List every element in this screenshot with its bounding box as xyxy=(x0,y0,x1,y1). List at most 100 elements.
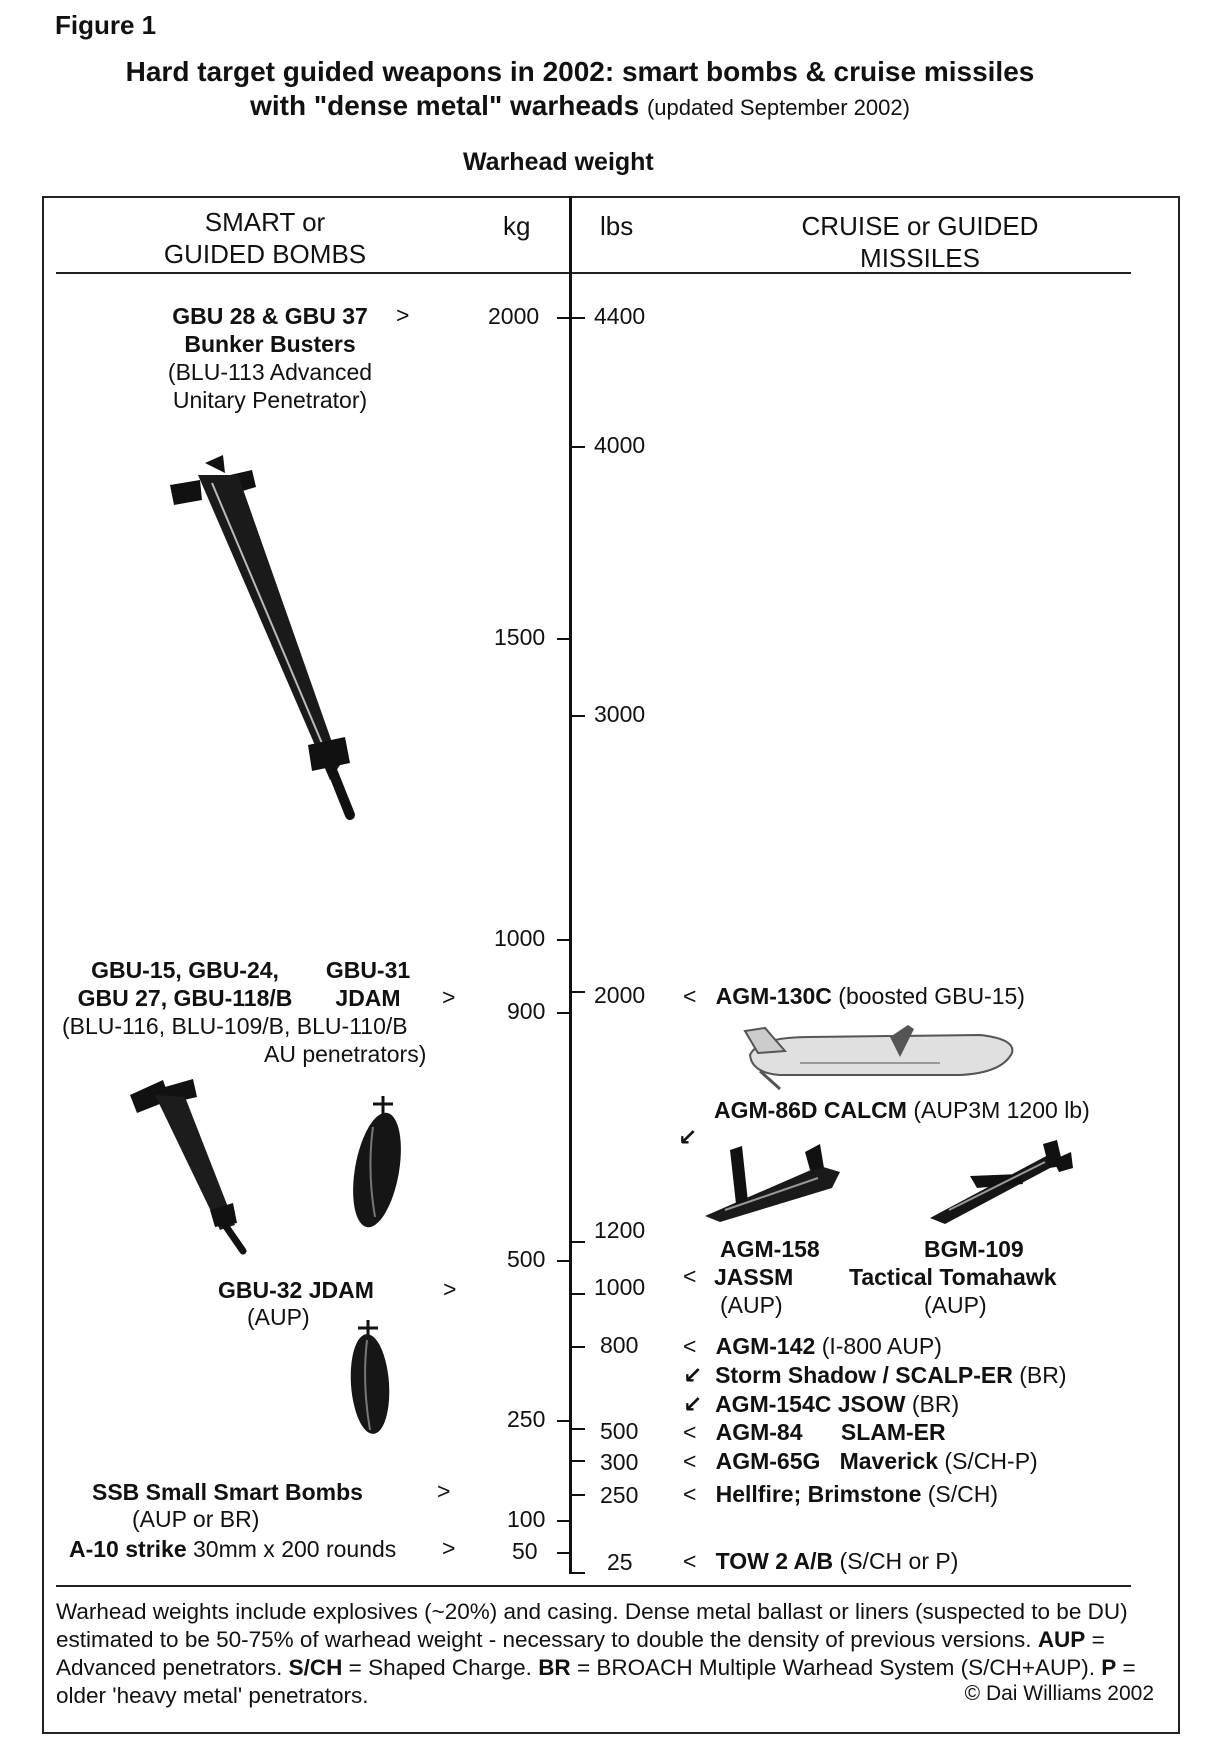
gbu32-image xyxy=(350,1320,390,1434)
gbu31-label: GBU-31 JDAM xyxy=(318,956,418,1012)
gbu32-arrow: > xyxy=(443,1276,457,1302)
agm142-arrow: < xyxy=(683,1333,697,1359)
footnote-sch: S/CH xyxy=(288,1655,343,1680)
lbs-tick xyxy=(572,317,585,319)
footnote-aup: AUP xyxy=(1037,1627,1086,1652)
agm158-name: AGM-158 xyxy=(720,1236,820,1262)
gbu31-arrow: > xyxy=(442,984,456,1010)
agm86-bold: AGM-86D CALCM xyxy=(714,1097,907,1123)
lbs-tick-label: 800 xyxy=(600,1332,639,1358)
agm65-rest: (S/CH-P) xyxy=(938,1448,1038,1474)
jsow-rest: (BR) xyxy=(905,1391,960,1417)
tow-rest: (S/CH or P) xyxy=(833,1548,959,1574)
header-smart-bombs: SMART or GUIDED BOMBS xyxy=(130,206,400,270)
lbs-tick xyxy=(572,1428,585,1430)
tow-arrow: < xyxy=(683,1548,697,1574)
kg-tick xyxy=(557,317,570,319)
title-line-1: Hard target guided weapons in 2002: smar… xyxy=(125,56,1035,87)
hellfire-rest: (S/CH) xyxy=(921,1481,999,1507)
lbs-tick-label: 4400 xyxy=(594,303,646,329)
agm142-rest: (I-800 AUP) xyxy=(815,1333,942,1359)
header-right-line2: MISSILES xyxy=(860,243,980,273)
a10-label: A-10 strike 30mm x 200 rounds xyxy=(69,1535,396,1563)
footnote: Warhead weights include explosives (~20%… xyxy=(56,1598,1166,1710)
kg-tick-label: 1000 xyxy=(494,925,546,951)
lbs-tick xyxy=(572,715,585,717)
footnote-p: P xyxy=(1101,1655,1117,1680)
lbs-tick-label: 500 xyxy=(600,1418,639,1444)
hellfire-bold: Hellfire; Brimstone xyxy=(715,1481,922,1507)
gbu31-image xyxy=(353,1096,401,1228)
bgm109-desc: (AUP) xyxy=(924,1292,987,1318)
copyright: © Dai Williams 2002 xyxy=(964,1682,1154,1705)
lbs-tick xyxy=(572,1494,585,1496)
agm130-rest: (boosted GBU-15) xyxy=(831,983,1025,1009)
header-left-line1: SMART or xyxy=(204,207,326,237)
footnote-t1: Warhead weights include explosives (~20%… xyxy=(56,1599,1128,1652)
bgm109-name: BGM-109 xyxy=(924,1236,1024,1262)
gbu28-arrow: > xyxy=(396,302,410,328)
footnote-p-text: = older 'heavy metal' penetrators. xyxy=(56,1655,1136,1708)
agm84-arrow: < xyxy=(683,1419,697,1445)
kg-tick xyxy=(557,1520,570,1522)
footnote-sch-text: = Shaped Charge. xyxy=(342,1655,539,1680)
agm86-arrow: ↙ xyxy=(678,1124,698,1150)
agm142-label: < AGM-142 (I-800 AUP) xyxy=(683,1332,942,1360)
kg-tick xyxy=(557,638,570,640)
header-kg: kg xyxy=(503,211,531,241)
a10-rest: 30mm x 200 rounds xyxy=(186,1536,397,1562)
gbu28-desc2: Unitary Penetrator) xyxy=(172,387,368,413)
lbs-tick xyxy=(572,1346,585,1348)
gbu32-desc: (AUP) xyxy=(247,1304,310,1330)
axis-title: Warhead weight xyxy=(463,148,654,176)
agm84-label: < AGM-84 SLAM-ER xyxy=(683,1418,946,1446)
title-note: (updated September 2002) xyxy=(646,95,910,120)
lbs-tick xyxy=(572,1460,585,1462)
footnote-aup-text: = Advanced penetrators. xyxy=(56,1627,1105,1680)
gbu15-line1: GBU-15, GBU-24, xyxy=(91,957,279,983)
header-rule xyxy=(56,272,1131,274)
kg-tick xyxy=(557,1012,570,1014)
gbu28-type: Bunker Busters xyxy=(184,331,356,357)
header-left-line2: GUIDED BOMBS xyxy=(163,239,367,269)
tow-label: < TOW 2 A/B (S/CH or P) xyxy=(683,1547,958,1575)
figure-label: Figure 1 xyxy=(55,10,157,40)
footnote-br-text: = BROACH Multiple Warhead System (S/CH+A… xyxy=(570,1655,1102,1680)
chart-frame xyxy=(42,196,1180,1734)
lbs-tick-label: 1000 xyxy=(594,1274,646,1300)
title-line-2: with "dense metal" warheads (updated Sep… xyxy=(0,90,1160,122)
gbu31-name: GBU-31 xyxy=(325,957,411,983)
a10-arrow: > xyxy=(442,1535,456,1561)
lbs-tick-label: 1200 xyxy=(594,1217,646,1243)
agm65-label: < AGM-65G Maverick (S/CH-P) xyxy=(683,1447,1038,1475)
agm84-bold: AGM-84 SLAM-ER xyxy=(715,1419,946,1445)
lbs-tick xyxy=(572,991,585,993)
header-lbs: lbs xyxy=(600,211,634,241)
ssb-arrow: > xyxy=(437,1478,451,1504)
agm158-desc: (AUP) xyxy=(720,1292,783,1318)
agm130-arrow: < xyxy=(683,983,697,1009)
kg-tick xyxy=(557,1420,570,1422)
lbs-tick-label: 250 xyxy=(600,1482,639,1508)
ssb-name: SSB Small Smart Bombs xyxy=(92,1479,363,1505)
agm158-arrow: < xyxy=(683,1263,697,1289)
header-cruise-missiles: CRUISE or GUIDED MISSILES xyxy=(770,210,1070,274)
jsow-label: ↙ AGM-154C JSOW (BR) xyxy=(683,1390,959,1418)
lbs-tick-label: 4000 xyxy=(594,432,646,458)
kg-tick xyxy=(557,1552,570,1554)
hellfire-label: < Hellfire; Brimstone (S/CH) xyxy=(683,1480,998,1508)
ssb-desc: (AUP or BR) xyxy=(132,1506,260,1532)
storm-bold: Storm Shadow / SCALP-ER xyxy=(715,1362,1013,1388)
kg-tick-label: 500 xyxy=(507,1246,546,1272)
jsow-bold: AGM-154C JSOW xyxy=(715,1391,906,1417)
kg-tick-label: 100 xyxy=(507,1506,546,1532)
title-bold: with "dense metal" warheads xyxy=(250,90,640,121)
a10-bold: A-10 strike xyxy=(69,1536,187,1562)
hellfire-arrow: < xyxy=(683,1481,697,1507)
agm86-image xyxy=(743,1025,1014,1091)
agm86-label: AGM-86D CALCM (AUP3M 1200 lb) xyxy=(714,1096,1090,1124)
agm158-image xyxy=(705,1144,840,1222)
lbs-tick-label: 300 xyxy=(600,1449,639,1475)
lbs-tick-label: 2000 xyxy=(594,982,646,1008)
gbu15-image xyxy=(130,1079,247,1255)
